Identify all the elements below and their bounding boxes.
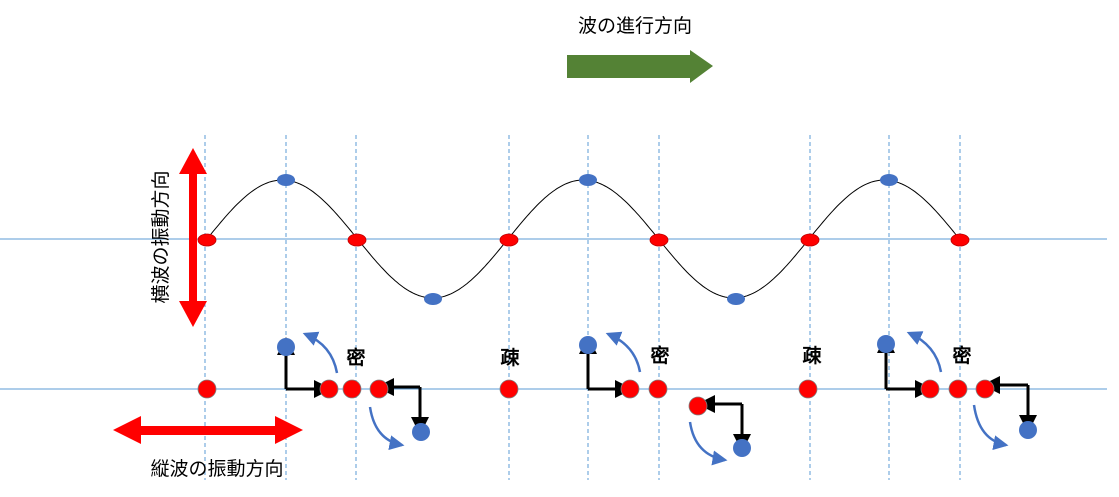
transverse-crest-particles [277, 174, 898, 305]
wave-direction-arrow [567, 50, 713, 83]
transverse-oscillation-label: 横波の振動方向 [150, 170, 172, 303]
compression-label: 密 [650, 344, 669, 367]
reference-particles [277, 335, 1037, 457]
longitudinal-oscillation-arrow [113, 416, 303, 444]
compression-label: 密 [952, 344, 971, 367]
vertical-guides [204, 135, 961, 480]
transverse-particles [197, 233, 970, 247]
longitudinal-particles [197, 379, 995, 416]
wave-direction-label: 波の進行方向 [578, 15, 692, 37]
rarefaction-label: 疎 [500, 347, 520, 369]
rarefaction-label: 疎 [802, 345, 822, 367]
rotation-arrows [302, 331, 1009, 466]
compression-label: 密 [346, 346, 365, 369]
longitudinal-oscillation-label: 縦波の振動方向 [150, 458, 283, 480]
transverse-oscillation-arrow [179, 148, 207, 327]
